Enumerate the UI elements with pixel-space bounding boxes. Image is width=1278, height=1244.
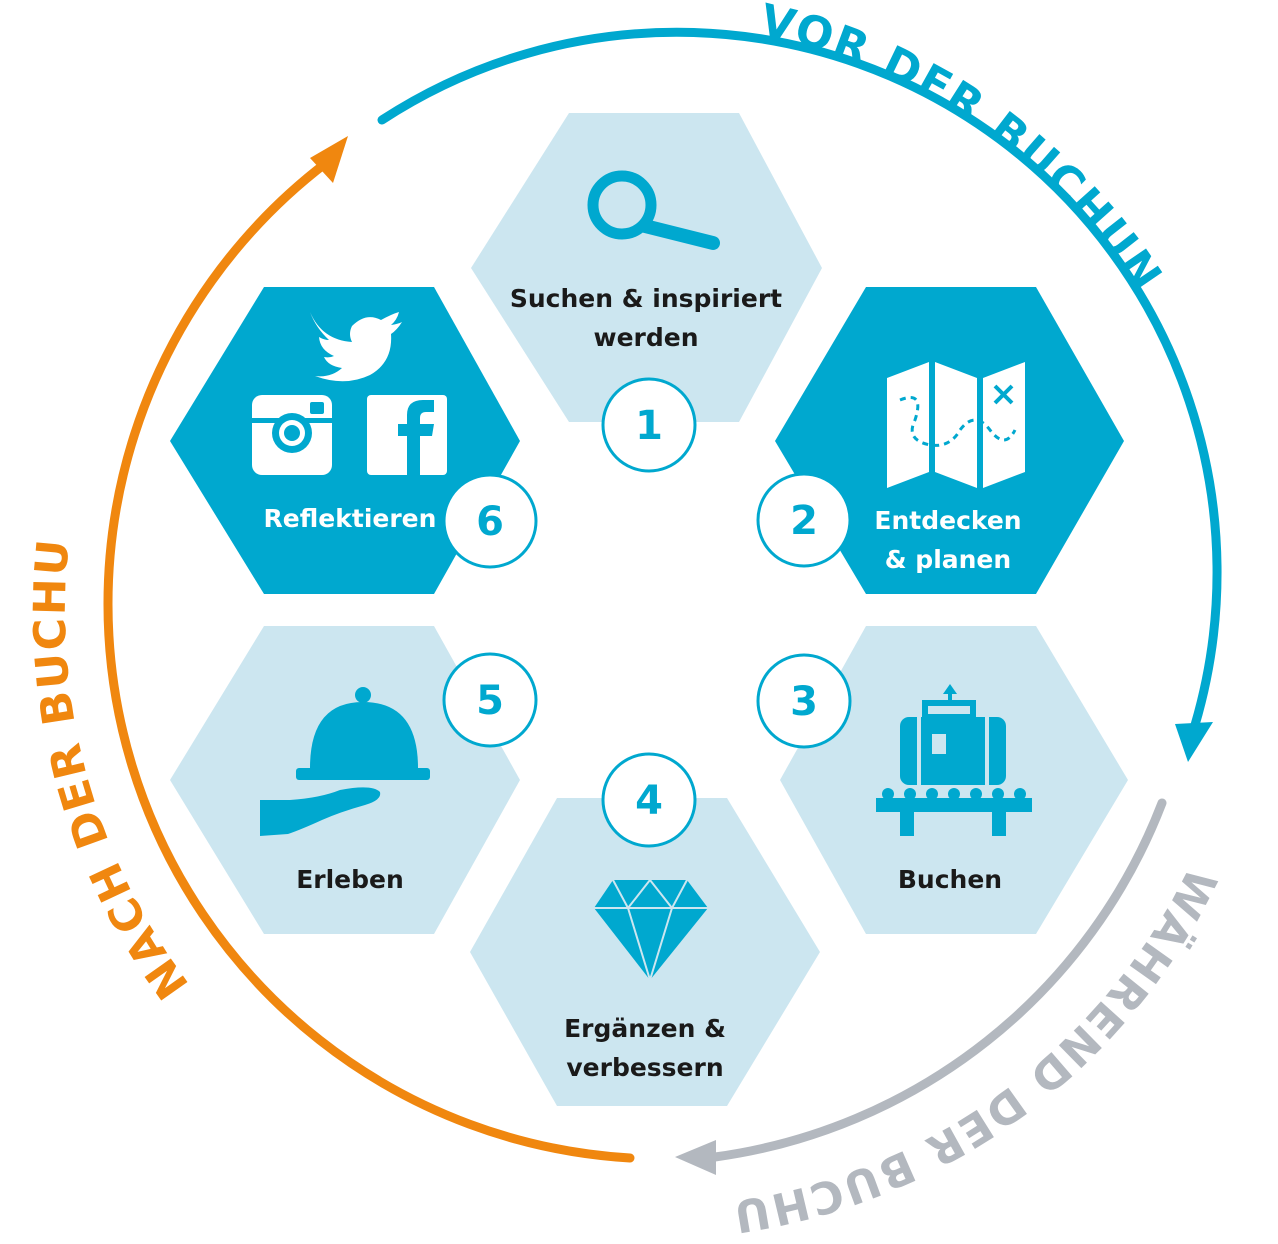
- step-1-label-line2: werden: [593, 323, 698, 352]
- facebook-icon: [367, 395, 447, 475]
- step-1-label: Suchen & inspiriert werden: [510, 284, 782, 352]
- hexagon-step-6: [170, 287, 520, 594]
- number-badge-6: 6: [442, 473, 538, 569]
- diamond-icon: [594, 878, 708, 984]
- step-2-label: Entdecken & planen: [874, 506, 1021, 574]
- cycle-arrows: [103, 27, 1222, 1175]
- arrowhead-before-booking: [1175, 722, 1213, 762]
- arrowhead-after-booking: [310, 136, 348, 183]
- arc-before-booking: [377, 27, 1222, 730]
- number-badge-3: 3: [756, 653, 852, 749]
- number-badge-3-text: 3: [790, 679, 818, 725]
- number-badge-2: 2: [756, 472, 852, 568]
- number-badge-5-text: 5: [476, 678, 504, 724]
- number-badge-1: 1: [601, 377, 697, 473]
- step-4-label-line1: Ergänzen &: [564, 1014, 726, 1043]
- step-6-label: Reflektieren: [264, 504, 437, 533]
- step-5-label: Erleben: [296, 865, 404, 894]
- arc-after-booking: [103, 158, 635, 1163]
- map-icon: [887, 362, 1025, 488]
- step-2-label-line2: & planen: [885, 545, 1011, 574]
- magnifier-icon: [587, 170, 720, 250]
- number-badge-2-text: 2: [790, 498, 818, 544]
- step-2-label-line1: Entdecken: [874, 506, 1021, 535]
- step-1-label-line1: Suchen & inspiriert: [510, 284, 782, 313]
- step-3-label: Buchen: [898, 865, 1002, 894]
- number-badge-6-text: 6: [476, 499, 504, 545]
- instagram-icon: [252, 395, 332, 475]
- arrowhead-during-booking: [675, 1140, 716, 1175]
- number-badge-4-text: 4: [635, 778, 663, 824]
- social-media-icons: [252, 312, 447, 475]
- twitter-bird-icon: [310, 312, 402, 382]
- arc-during-booking: [710, 798, 1167, 1162]
- cloche-icon: [260, 687, 430, 836]
- step-4-label-line2: verbessern: [566, 1053, 723, 1082]
- number-badge-1-text: 1: [635, 403, 663, 449]
- hexagon-step-1: [471, 113, 822, 422]
- step-4-label: Ergänzen & verbessern: [564, 1014, 726, 1082]
- luggage-icon: [876, 684, 1032, 836]
- number-badge-5: 5: [442, 652, 538, 748]
- number-badge-4: 4: [601, 752, 697, 848]
